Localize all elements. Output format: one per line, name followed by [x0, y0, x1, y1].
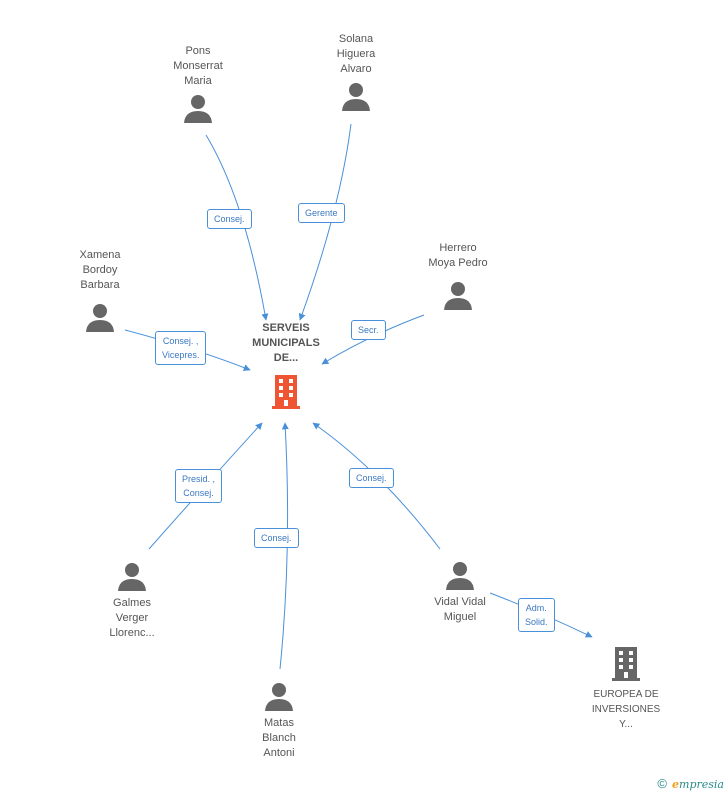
person-name-line-3: Maria [184, 75, 212, 87]
building-icon [272, 375, 300, 409]
person-icon [184, 95, 212, 123]
building-icon [612, 647, 640, 681]
footer-brand[interactable]: © empresia [657, 776, 724, 791]
edge-label-text: Gerente [305, 208, 338, 218]
edge-label-vidal-europea: Adm. Solid. [518, 598, 555, 632]
center-company-name-line-2: MUNICIPALS [252, 337, 320, 349]
edge-label-solana: Gerente [298, 203, 345, 223]
company-name-line-2: INVERSIONES [591, 704, 661, 715]
edge-label-pons: Consej. [207, 209, 252, 229]
person-name-line-3: Barbara [80, 279, 120, 291]
edge-label-text: Consej. [261, 533, 292, 543]
person-name-line-2: Moya Pedro [428, 257, 488, 269]
person-icon [118, 563, 146, 591]
person-icon [446, 562, 474, 590]
person-name-line-1: Matas [264, 717, 294, 729]
person-vidal[interactable]: Vidal Vidal Miguel [420, 561, 500, 625]
brand-logo-rest: mpresia [679, 778, 724, 791]
person-icon [444, 282, 472, 310]
edge-label-herrero: Secr. [351, 320, 386, 340]
center-company-name-line-1: SERVEIS [262, 322, 310, 334]
company-europea[interactable]: EUROPEA DE INVERSIONES Y... [580, 646, 672, 732]
edge-label-text: Presid. , [182, 474, 216, 484]
person-icon [265, 683, 293, 711]
person-name-line-1: Herrero [439, 242, 477, 254]
edge-label-text: Adm. [525, 603, 547, 613]
person-name-line-3: Llorenc... [109, 627, 155, 639]
edge-label-matas: Consej. [254, 528, 299, 548]
edge-label-xamena: Consej. , Vicepres. [155, 331, 207, 365]
person-name-line-1: Pons [185, 45, 211, 57]
edge-label-text: Solid. [525, 617, 548, 627]
brand-logo-e: e [672, 778, 680, 791]
edge-label-text: Consej. [214, 214, 245, 224]
person-name-line-2: Monserrat [173, 60, 223, 72]
center-company-name-line-3: DE... [273, 352, 299, 364]
person-pons[interactable]: Pons Monserrat Maria [158, 44, 238, 124]
person-name-line-3: Alvaro [340, 63, 372, 75]
person-name-line-2: Verger [115, 612, 149, 624]
person-name-line-1: Solana [338, 33, 374, 45]
person-name-line-1: Galmes [113, 597, 151, 609]
person-solana[interactable]: Solana Higuera Alvaro [316, 32, 396, 112]
edge-label-text: Secr. [358, 325, 379, 335]
person-name-line-2: Bordoy [82, 264, 118, 276]
person-name-line-3: Antoni [263, 747, 295, 759]
person-galmes[interactable]: Galmes Verger Llorenc... [92, 562, 172, 641]
center-company[interactable]: SERVEIS MUNICIPALS DE... [236, 321, 336, 410]
person-name-line-1: Vidal Vidal [434, 596, 486, 608]
copyright-symbol: © [657, 776, 667, 791]
edge-label-text: Consej. , [162, 336, 199, 346]
person-name-line-2: Blanch [262, 732, 296, 744]
brand-logo: empresia [672, 778, 724, 791]
person-name-line-2: Higuera [336, 48, 376, 60]
edge-matas [279, 422, 289, 670]
edge-label-vidal: Consej. [349, 468, 394, 488]
person-icon [342, 83, 370, 111]
person-name-line-2: Miguel [443, 611, 477, 623]
person-icon [86, 304, 114, 332]
person-xamena[interactable]: Xamena Bordoy Barbara [60, 248, 140, 333]
edge-label-text: Consej. [356, 473, 387, 483]
person-herrero[interactable]: Herrero Moya Pedro [418, 241, 498, 311]
person-matas[interactable]: Matas Blanch Antoni [239, 682, 319, 761]
person-name-line-1: Xamena [79, 249, 121, 261]
company-name-line-1: EUROPEA DE [593, 689, 659, 700]
edge-label-text: Consej. [183, 488, 214, 498]
edge-label-text: Vicepres. [162, 350, 200, 360]
edge-label-galmes: Presid. , Consej. [175, 469, 223, 503]
company-name-line-3: Y... [619, 719, 633, 730]
